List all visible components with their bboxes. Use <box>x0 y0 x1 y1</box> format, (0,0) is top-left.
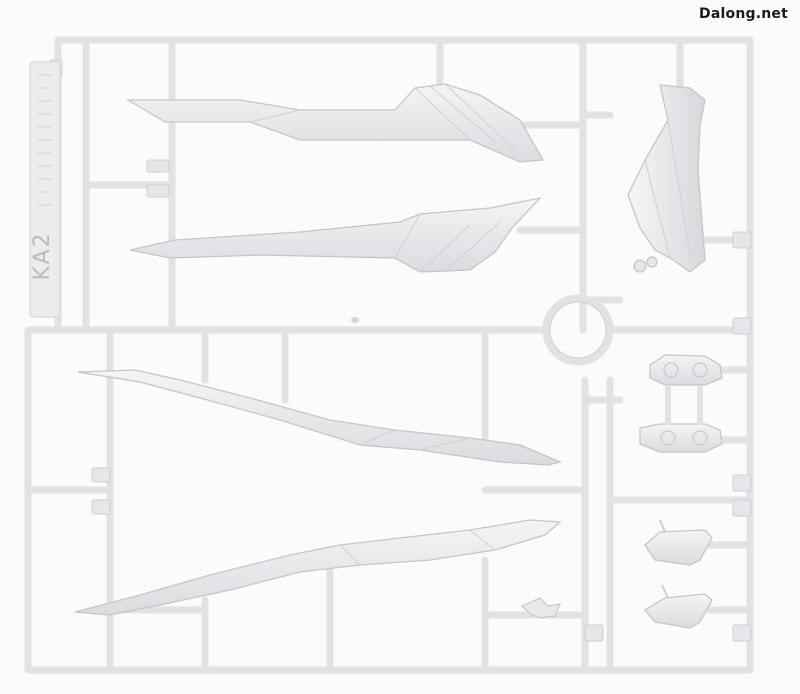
part-blade-upper-1 <box>125 83 545 163</box>
part-panel-right-upper <box>627 84 706 273</box>
sprue-id-marks <box>38 74 52 206</box>
part-knob-lower <box>639 423 723 453</box>
watermark-text: Dalong.net <box>699 6 788 22</box>
part-blade-lower-1 <box>77 369 563 466</box>
part-wedge-upper <box>644 519 713 566</box>
part-blade-upper-2 <box>129 196 542 273</box>
gate-tabs <box>49 59 752 642</box>
sprue-label: KA2 <box>29 231 55 281</box>
part-wedge-lower <box>644 584 713 629</box>
sprue-id-strip <box>29 61 61 318</box>
part-clip <box>520 597 561 619</box>
center-marker <box>351 317 359 323</box>
knob-runners <box>665 385 703 425</box>
runner-ring <box>542 294 614 366</box>
part-knob-upper <box>649 354 723 386</box>
part-blade-lower-2 <box>74 519 562 616</box>
